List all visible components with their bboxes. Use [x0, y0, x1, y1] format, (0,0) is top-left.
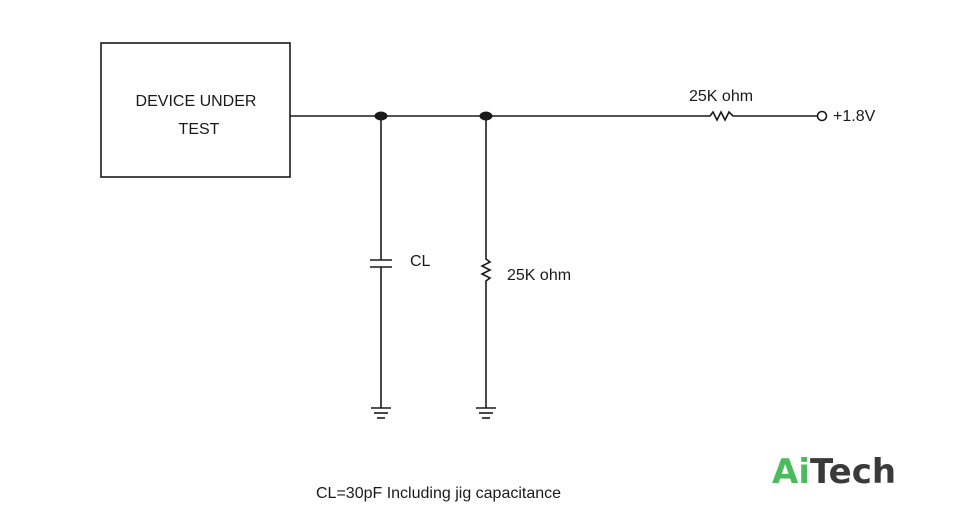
junction-dot-1 — [374, 111, 388, 121]
logo-tech: Tech — [810, 452, 896, 492]
series-resistor — [705, 110, 737, 122]
shunt-resistor-label: 25K ohm — [507, 267, 571, 284]
logo-ai: Ai — [772, 452, 810, 492]
supply-label: +1.8V — [833, 108, 876, 125]
junction-dot-2 — [479, 111, 493, 121]
series-resistor-label: 25K ohm — [689, 88, 753, 105]
shunt-resistor — [480, 256, 492, 284]
dut-label-line1: DEVICE UNDER — [136, 93, 257, 110]
dut-box — [100, 42, 291, 178]
supply-terminal — [816, 110, 828, 122]
capacitor-label: CL — [410, 253, 431, 270]
dut-label-line2: TEST — [179, 121, 220, 138]
capacitance-note: CL=30pF Including jig capacitance — [316, 485, 561, 502]
aitech-logo: AiTech — [772, 452, 896, 492]
